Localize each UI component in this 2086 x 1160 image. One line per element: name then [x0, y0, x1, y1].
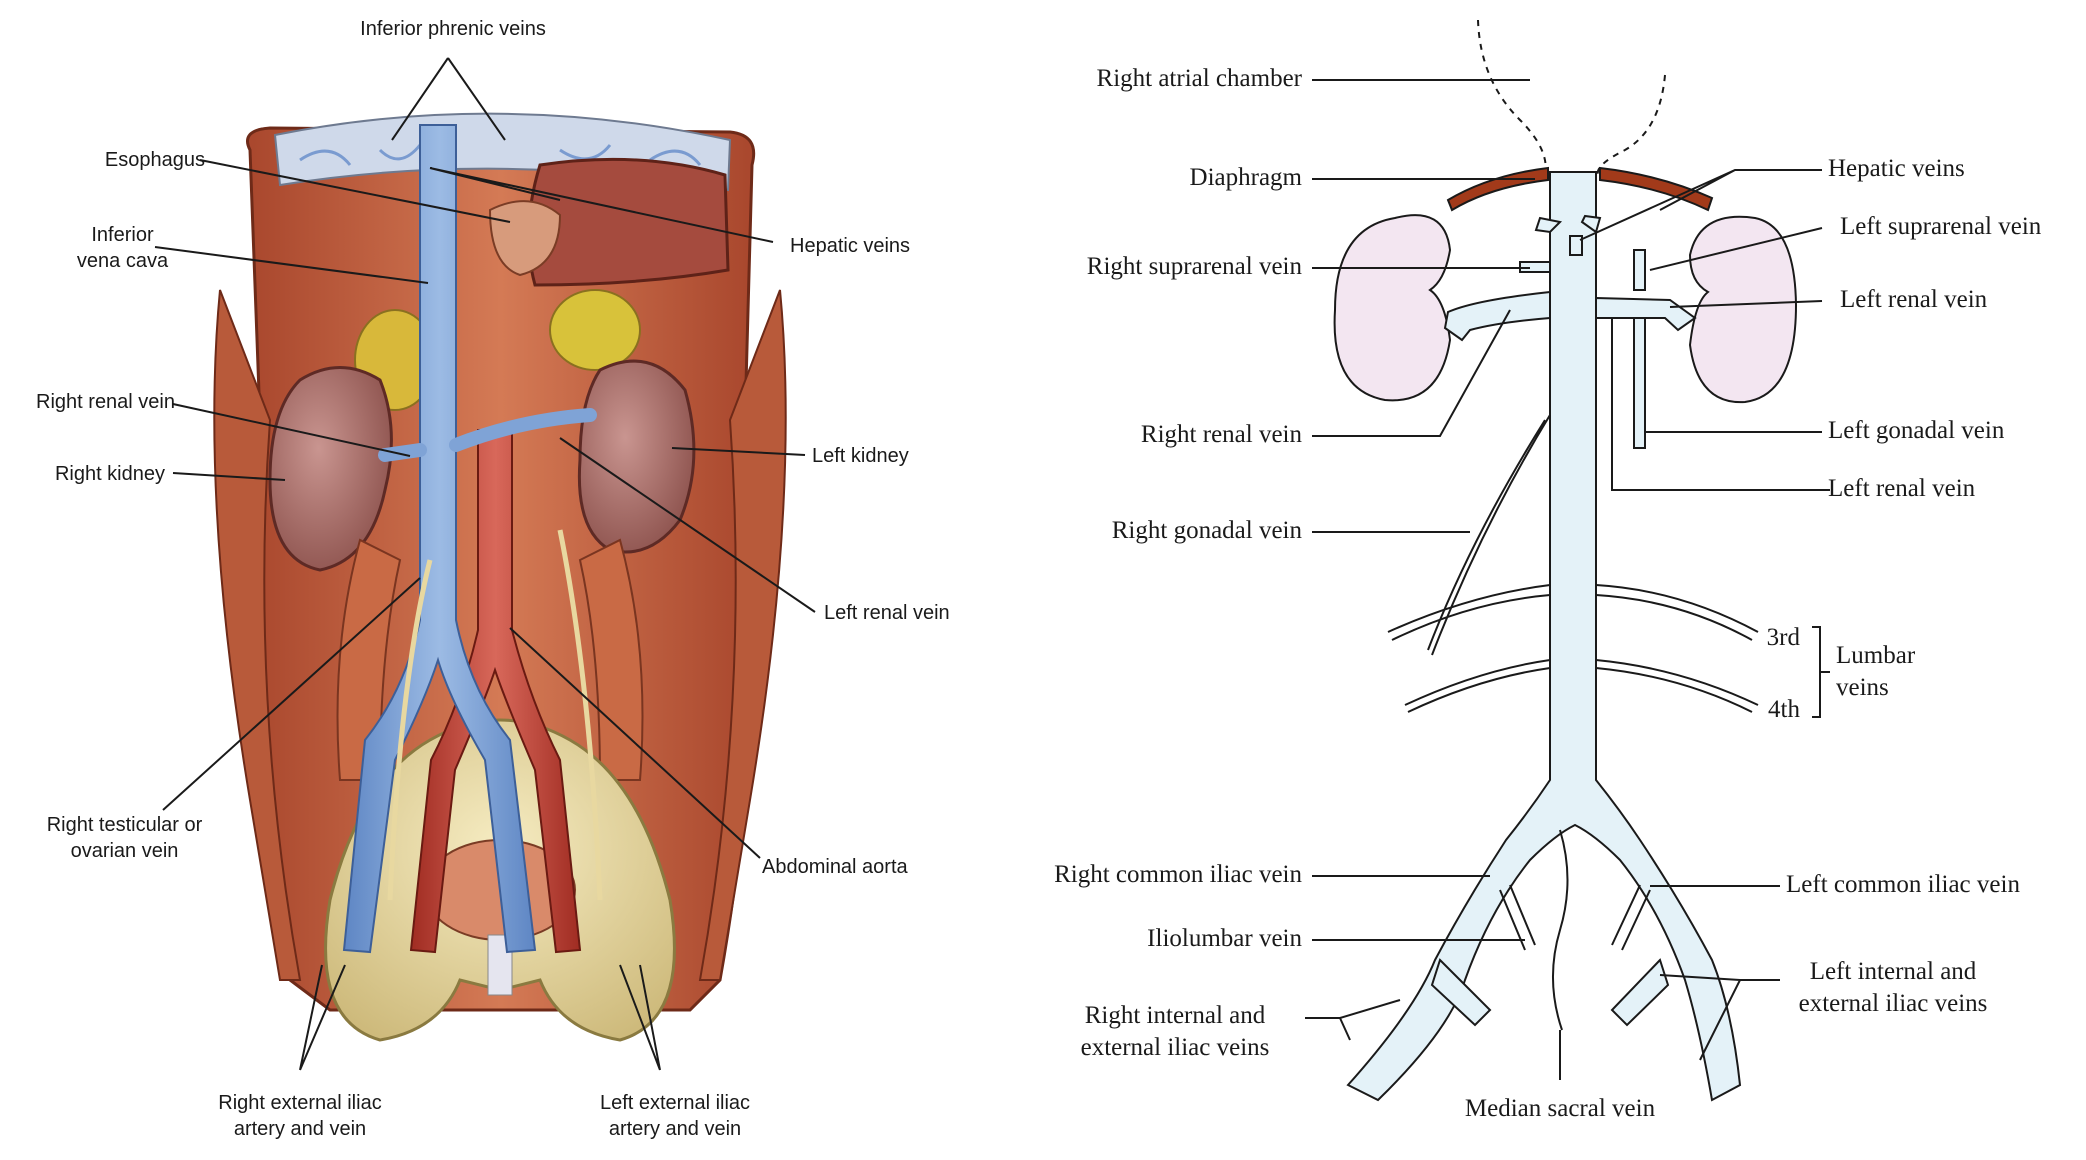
label-right-renal-vein-left: Right renal vein	[10, 389, 175, 415]
left-adrenal	[550, 290, 640, 370]
atrial-outline	[1478, 20, 1665, 175]
label-right-suprarenal-vein: Right suprarenal vein	[1030, 251, 1302, 283]
schematic-right-gonadal	[1428, 415, 1550, 655]
label-left-gonadal-vein: Left gonadal vein	[1828, 415, 2058, 447]
label-hepatic-veins-right: Hepatic veins	[1828, 153, 2028, 185]
label-left-common-iliac-vein: Left common iliac vein	[1786, 869, 2076, 901]
label-median-sacral-vein: Median sacral vein	[1430, 1093, 1690, 1125]
label-right-testicular-or-ovarian-vein: Right testicular or ovarian vein	[22, 812, 227, 864]
abdomen-illustration	[214, 114, 785, 1040]
lumbar-bracket	[1812, 627, 1830, 717]
label-left-kidney: Left kidney	[812, 443, 962, 469]
label-left-suprarenal-vein: Left suprarenal vein	[1840, 211, 2080, 243]
schematic-left-suprarenal	[1634, 250, 1645, 290]
schematic-left-gonadal	[1634, 318, 1645, 448]
diaphragm-band-right	[1448, 168, 1548, 210]
label-left-renal-vein-left: Left renal vein	[824, 600, 1004, 626]
label-hepatic-veins-left: Hepatic veins	[790, 233, 990, 259]
label-right-common-iliac-vein: Right common iliac vein	[1000, 859, 1302, 891]
label-left-renal-vein-lower: Left renal vein	[1828, 473, 2048, 505]
label-lumbar-veins: Lumbar veins	[1836, 640, 1956, 704]
label-right-kidney: Right kidney	[10, 461, 165, 487]
label-right-renal-vein-right: Right renal vein	[1080, 419, 1302, 451]
label-left-external-iliac: Left external iliac artery and vein	[570, 1090, 780, 1142]
schematic-right-kidney	[1335, 215, 1450, 400]
left-kidney-shape	[579, 361, 694, 552]
label-diaphragm: Diaphragm	[1130, 162, 1302, 194]
label-esophagus: Esophagus	[40, 147, 205, 173]
label-left-renal-vein-upper: Left renal vein	[1840, 284, 2060, 316]
schematic-left-kidney	[1690, 217, 1796, 402]
label-right-internal-external-iliac: Right internal and external iliac veins	[1050, 1000, 1300, 1064]
label-inferior-vena-cava: Inferior vena cava	[55, 222, 190, 274]
label-lumbar-3rd: 3rd	[1740, 622, 1800, 654]
label-abdominal-aorta: Abdominal aorta	[762, 854, 942, 880]
label-right-atrial-chamber: Right atrial chamber	[1030, 63, 1302, 95]
label-right-gonadal-vein: Right gonadal vein	[1060, 515, 1302, 547]
label-right-external-iliac: Right external iliac artery and vein	[195, 1090, 405, 1142]
ivc-schematic	[1335, 20, 1830, 1100]
label-inferior-phrenic-veins: Inferior phrenic veins	[318, 16, 588, 42]
label-left-internal-external-iliac: Left internal and external iliac veins	[1768, 956, 2018, 1020]
label-iliolumbar-vein: Iliolumbar vein	[1100, 923, 1302, 955]
label-lumbar-4th: 4th	[1740, 694, 1800, 726]
schematic-median-sacral	[1553, 830, 1568, 1030]
